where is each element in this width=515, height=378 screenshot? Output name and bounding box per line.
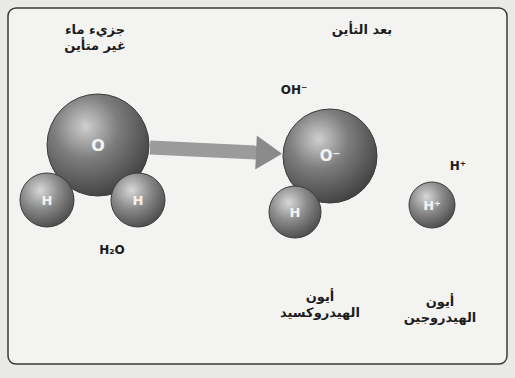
caption-label: OH⁻ — [281, 83, 308, 98]
arrow-head — [255, 136, 282, 170]
atom-sphere: O⁻ — [282, 108, 378, 204]
atom-symbol: H — [19, 172, 75, 228]
atom-sphere: O — [46, 93, 150, 197]
atom-symbol: H⁺ — [408, 181, 456, 229]
atom-symbol: H — [268, 185, 322, 239]
atom-sphere: H — [110, 172, 166, 228]
atom-symbol: H — [110, 172, 166, 228]
sphere — [20, 173, 74, 227]
caption-label: جزيء ماء غير متأين — [53, 22, 137, 55]
atom-sphere: H — [268, 185, 322, 239]
caption-label: H⁺ — [450, 159, 466, 174]
reaction-arrow — [150, 136, 282, 170]
atom-sphere: H⁺ — [408, 181, 456, 229]
atom-sphere: H — [19, 172, 75, 228]
sphere — [269, 186, 321, 238]
frame-border — [8, 8, 507, 364]
caption-label: بعد التأين — [332, 22, 392, 38]
arrow-shaft — [150, 147, 258, 152]
caption-label: أيون الهيدروكسيد — [272, 289, 368, 322]
caption-label: H₂O — [99, 243, 125, 258]
atom-symbol: O⁻ — [282, 108, 378, 204]
sphere — [111, 173, 165, 227]
sphere — [409, 182, 455, 228]
caption-label: أيون الهيدروجين — [397, 294, 483, 327]
atom-symbol: O — [46, 93, 150, 197]
